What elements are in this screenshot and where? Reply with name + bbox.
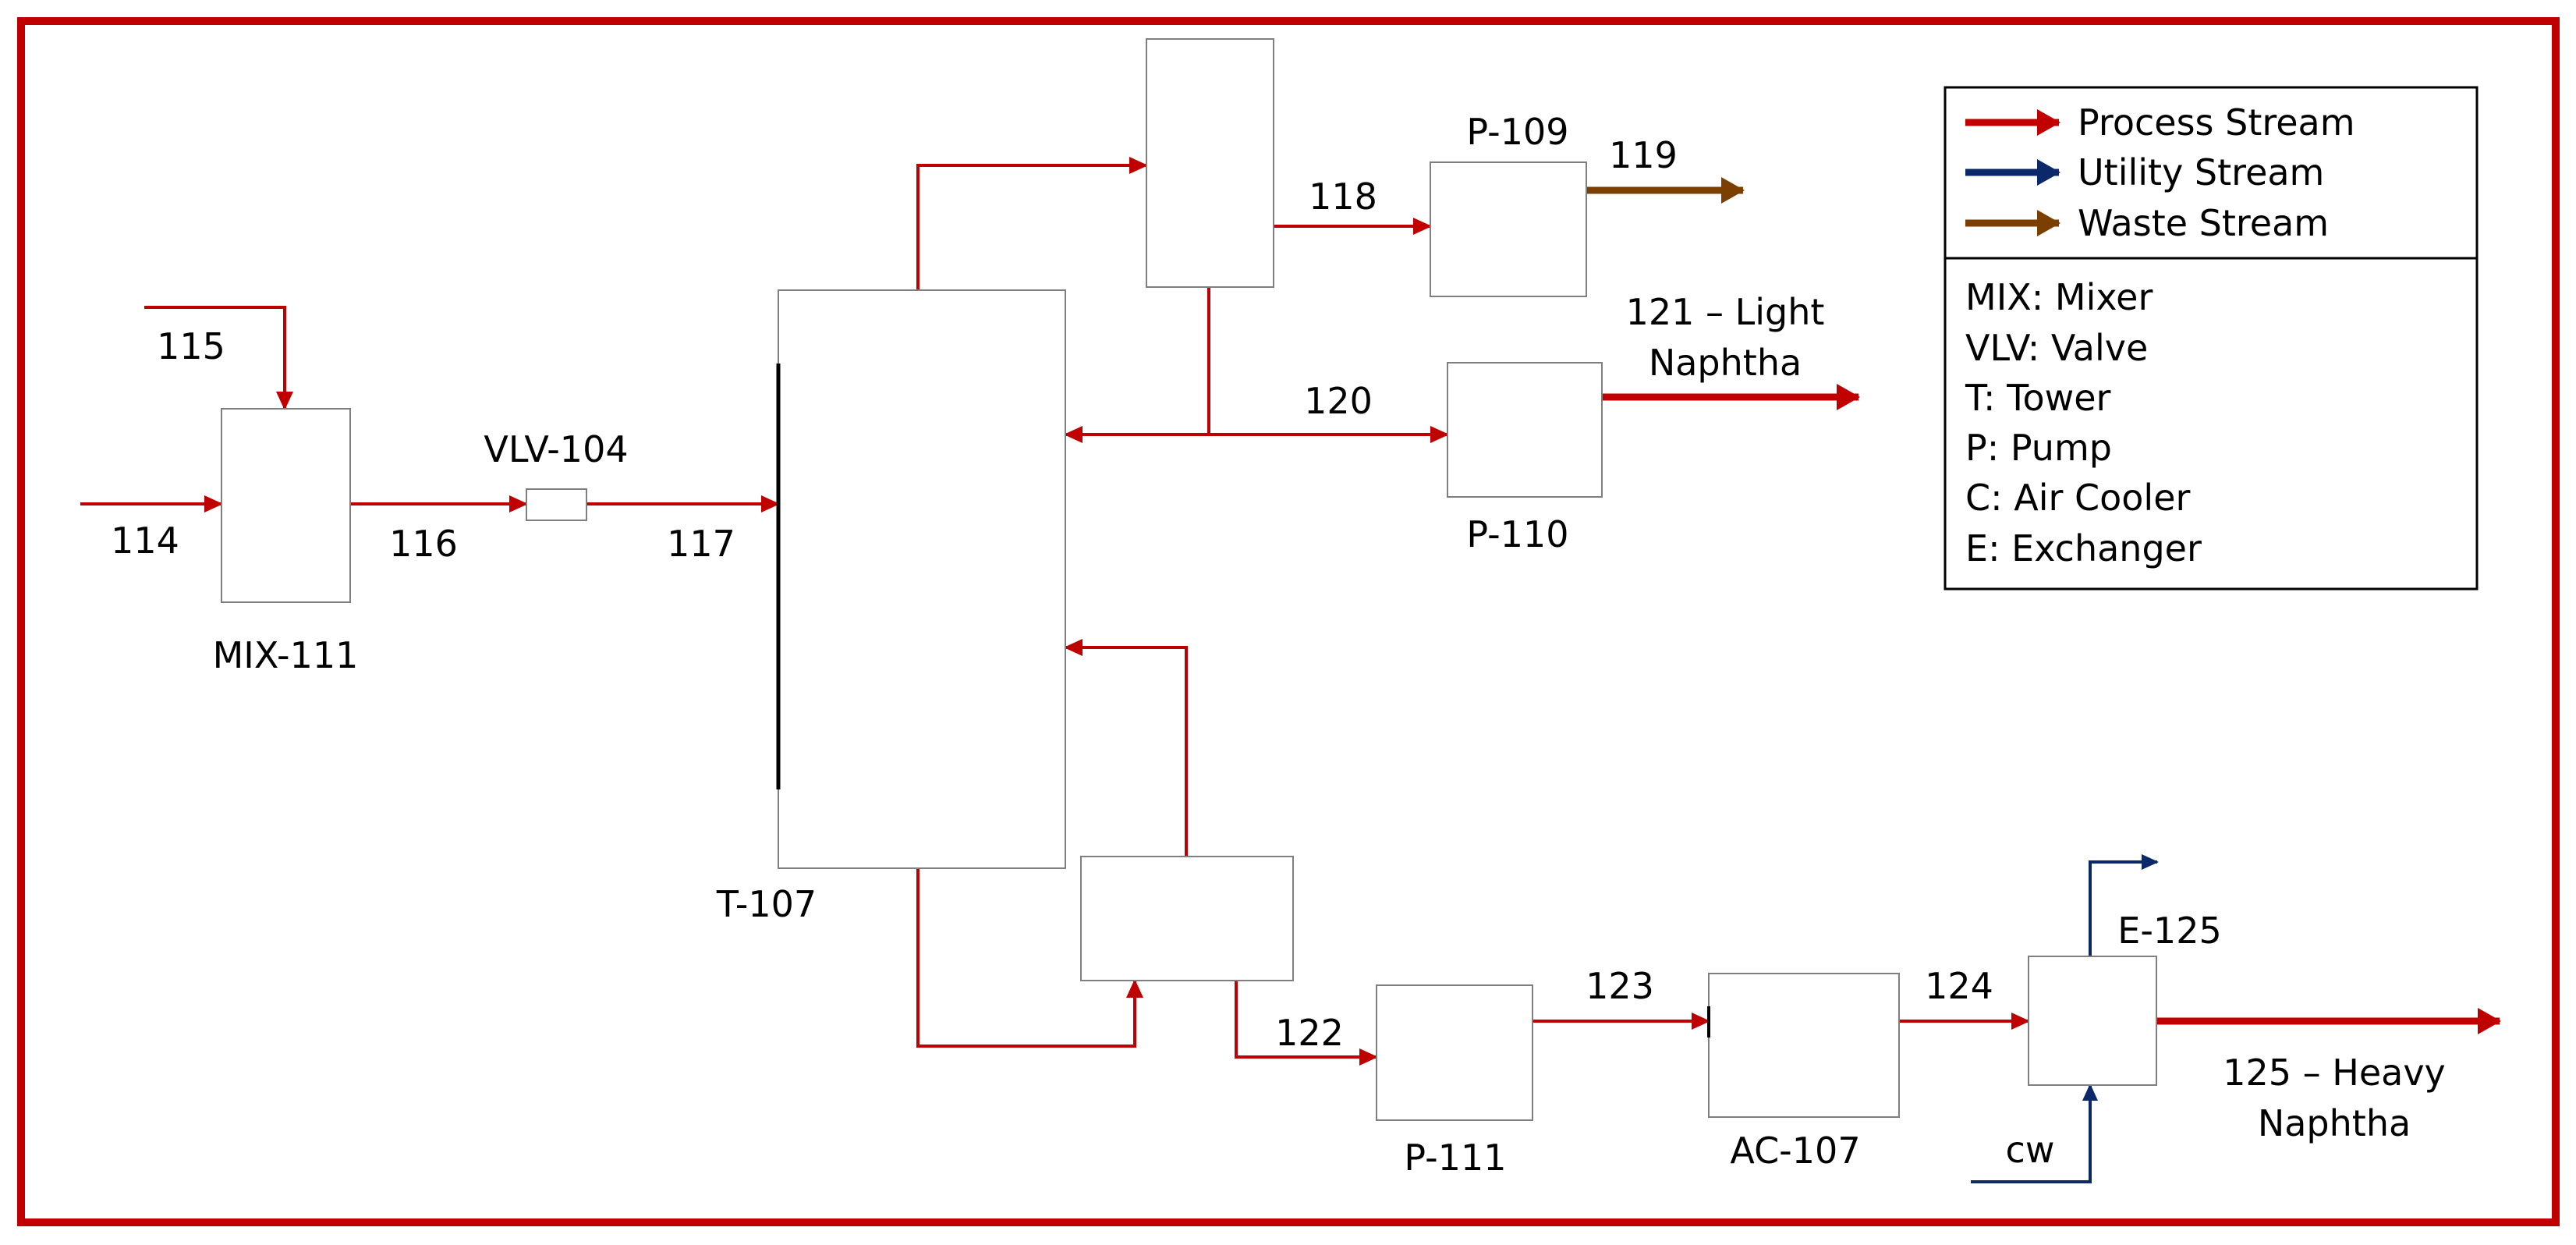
legend-label-process: Process Stream — [2078, 101, 2355, 144]
diagram-frame — [17, 17, 2560, 1226]
label-stream-123: 123 — [1586, 965, 1654, 1007]
reboiler — [1080, 856, 1294, 981]
legend-label-waste: Waste Stream — [2078, 202, 2329, 244]
label-stream-120: 120 — [1304, 380, 1373, 422]
stream-115-line — [144, 306, 293, 410]
air-cooler-ac-107 — [1708, 973, 1900, 1118]
label-t-107: T-107 — [716, 883, 817, 925]
label-stream-118: 118 — [1309, 176, 1377, 218]
label-mix-111: MIX-111 — [213, 634, 359, 676]
pump-p-111 — [1376, 984, 1533, 1121]
legend-item-process: Process Stream — [1965, 101, 2355, 144]
label-p-109: P-109 — [1466, 111, 1568, 153]
cooling-water-out-line — [2089, 854, 2159, 956]
stream-122-line — [1235, 981, 1378, 1066]
legend-abbr-p: P: Pump — [1965, 427, 2112, 469]
mixer-mix-111 — [221, 408, 351, 603]
pump-p-109 — [1430, 161, 1587, 297]
legend-abbr-e: E: Exchanger — [1965, 527, 2202, 569]
legend-item-waste: Waste Stream — [1965, 202, 2329, 244]
label-e-125: E-125 — [2117, 910, 2221, 952]
legend-abbr-c: C: Air Cooler — [1965, 477, 2191, 519]
label-cooling-water: cw — [2006, 1129, 2055, 1171]
label-stream-122: 122 — [1275, 1012, 1344, 1054]
stream-reboiler-return-line — [1064, 639, 1188, 857]
label-stream-121-line2: Naphtha — [1649, 342, 1802, 384]
stream-overhead-line — [916, 157, 1148, 290]
cooling-water-in-line — [1971, 1084, 2098, 1183]
label-stream-124: 124 — [1925, 965, 1993, 1007]
legend-abbr-mix: MIX: Mixer — [1965, 276, 2153, 318]
label-stream-121-line1: 121 – Light — [1626, 291, 1825, 333]
tower-t-107 — [778, 289, 1066, 869]
label-stream-125-line1: 125 – Heavy — [2223, 1052, 2446, 1094]
legend-label-utility: Utility Stream — [2078, 151, 2324, 193]
label-p-110: P-110 — [1466, 513, 1568, 555]
label-stream-117: 117 — [667, 523, 735, 565]
label-stream-125-line2: Naphtha — [2258, 1102, 2411, 1144]
legend-item-utility: Utility Stream — [1965, 151, 2324, 193]
stream-lines — [80, 157, 2501, 1183]
valve-vlv-104 — [526, 488, 587, 521]
legend-abbr-t: T: Tower — [1965, 377, 2111, 419]
exchanger-e-125 — [2028, 956, 2157, 1086]
legend: Process Stream Utility Stream Waste Stre… — [1944, 86, 2479, 591]
label-ac-107: AC-107 — [1730, 1130, 1860, 1172]
label-stream-116: 116 — [389, 523, 458, 565]
label-stream-115: 115 — [157, 325, 225, 367]
label-p-111: P-111 — [1404, 1137, 1506, 1179]
pump-p-110 — [1447, 362, 1603, 498]
legend-abbr-vlv: VLV: Valve — [1965, 327, 2148, 369]
overhead-drum — [1146, 38, 1274, 288]
stream-bottoms-line — [916, 868, 1143, 1048]
label-stream-119: 119 — [1609, 134, 1678, 176]
label-vlv-104: VLV-104 — [484, 428, 628, 470]
label-stream-114: 114 — [111, 520, 179, 562]
